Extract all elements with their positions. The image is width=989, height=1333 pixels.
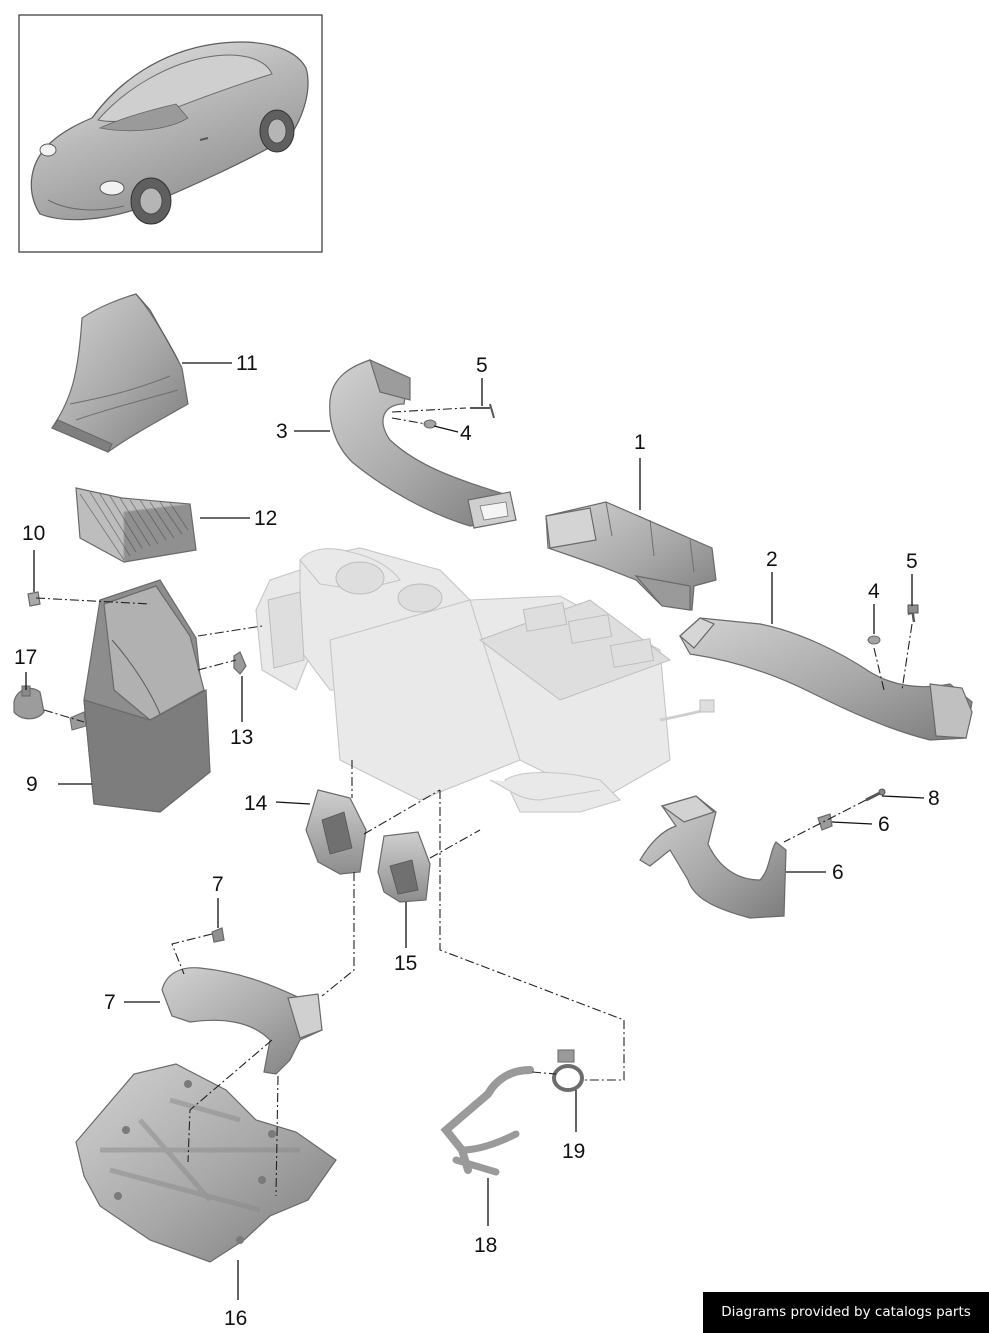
part-13-air-intake	[51, 293, 189, 453]
part-17-seal	[377, 831, 431, 903]
callout-16: 14	[244, 792, 268, 815]
callout-6: 6	[832, 861, 844, 884]
car-coupe-icon	[30, 41, 309, 225]
callout-18: 16	[224, 1307, 247, 1330]
part-5-bolt-top	[470, 403, 495, 419]
callout-19: 17	[14, 646, 37, 669]
callout-3: 3	[276, 420, 288, 443]
part-15-seal	[233, 651, 247, 675]
callout-15: 13	[230, 726, 253, 749]
credit-banner: Diagrams provided by catalogs parts	[703, 1292, 989, 1333]
callout-11: 9	[26, 773, 38, 796]
part-8-clip	[817, 813, 833, 831]
part-1-duct	[545, 501, 717, 611]
part-21-clamp	[552, 1049, 584, 1092]
hvac-housing-ghost	[255, 547, 715, 813]
part-2-duct	[679, 617, 973, 741]
part-18-panel	[75, 1063, 337, 1263]
part-19-actuator	[13, 685, 45, 720]
callout-20: 18	[474, 1234, 497, 1257]
callout-12: 10	[22, 522, 45, 545]
callout-9: 7	[212, 873, 224, 896]
callout-8: 6	[878, 813, 890, 836]
part-12-clip	[27, 591, 41, 607]
part-14-filter	[75, 487, 197, 563]
callout-14: 12	[254, 507, 277, 530]
callout-13: 11	[236, 352, 258, 375]
callouts: 11 12 10 17 13 9 3 4 5 1 2 4 5 8 6 6 14 …	[14, 352, 940, 1330]
callout-5-top: 5	[476, 354, 488, 377]
vehicle-thumbnail	[18, 14, 323, 253]
assembly-dash-lines	[35, 407, 913, 1197]
part-7-duct	[161, 967, 323, 1075]
callout-7: 7	[104, 991, 116, 1014]
part-10-screw	[865, 788, 886, 802]
part-11-housing	[69, 579, 211, 813]
callout-4-top: 4	[460, 422, 472, 445]
leader-lines	[25, 362, 925, 1300]
part-9-clip	[211, 927, 225, 943]
part-3-duct	[329, 358, 517, 529]
callout-1: 1	[634, 431, 646, 454]
callout-5-right: 5	[906, 550, 918, 573]
callout-4-right: 4	[868, 580, 880, 603]
callout-21: 19	[562, 1140, 585, 1163]
part-4-nut-right	[867, 635, 881, 645]
part-20-hose	[440, 1066, 534, 1176]
part-6-duct	[639, 795, 787, 919]
part-5-bolt-right	[907, 604, 919, 623]
callout-10: 8	[928, 787, 940, 810]
callout-2: 2	[766, 548, 778, 571]
callout-17: 15	[394, 952, 417, 975]
part-4-nut-top	[423, 419, 437, 429]
part-16-seal	[305, 789, 367, 875]
